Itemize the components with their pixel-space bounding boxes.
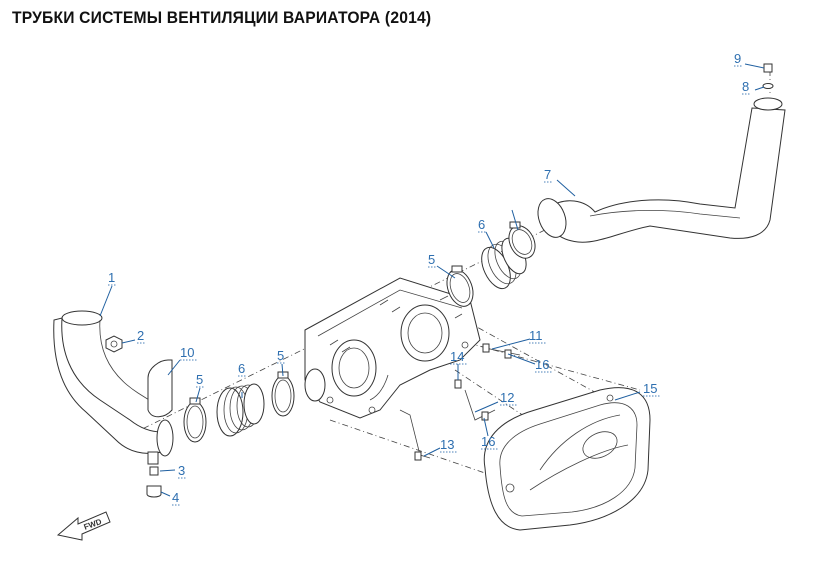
part-3-fitting	[149, 466, 159, 476]
part-10-plate	[147, 359, 173, 418]
callout-9: 9	[734, 51, 741, 66]
callout-10: 10	[180, 345, 194, 360]
part-1-intake-tube	[53, 310, 174, 465]
part-5-clamp-middle	[271, 371, 295, 417]
assembly-axis-lines	[119, 70, 771, 486]
callout-7: 7	[544, 167, 551, 182]
callout-8: 8	[742, 79, 749, 94]
callout-11: 11	[529, 328, 543, 343]
callout-leaders	[99, 63, 765, 497]
callout-5-c: 5	[428, 252, 435, 267]
callout-6-b: 6	[478, 217, 485, 232]
callout-15: 15	[643, 381, 657, 396]
part-5-clamp-upper-right	[508, 221, 536, 259]
part-9-nut	[763, 63, 773, 73]
callout-1: 1	[108, 270, 115, 285]
part-11-vent-hose	[482, 343, 521, 356]
callout-5-b: 5	[277, 348, 284, 363]
callout-5-a: 5	[196, 372, 203, 387]
part-4-cap	[146, 485, 162, 498]
forward-arrow-icon: FWD	[56, 511, 111, 541]
cvt-housing	[304, 277, 481, 419]
callout-2: 2	[137, 328, 144, 343]
callout-16-b: 16	[481, 434, 495, 449]
diagram-title: ТРУБКИ СИСТЕМЫ ВЕНТИЛЯЦИИ ВАРИАТОРА (201…	[12, 8, 432, 27]
callout-6-a: 6	[238, 361, 245, 376]
part-2-nut	[105, 335, 123, 353]
callout-13: 13	[440, 437, 454, 452]
callout-16-a: 16	[535, 357, 549, 372]
callout-14: 14	[450, 349, 464, 364]
part-5-clamp-left	[183, 397, 207, 443]
part-6-coupler-left	[216, 383, 265, 437]
callout-labels: 1 2 3 4 5 5 5 6 6 7 8 9 10 11 12 13 14 1…	[108, 51, 749, 505]
part-16-clip-lower	[481, 411, 489, 421]
part-15-cvt-cover	[483, 387, 651, 531]
callout-underlines	[108, 65, 751, 506]
part-5-clamp-upper-left	[446, 265, 474, 307]
callout-4: 4	[172, 490, 179, 505]
part-8-washer	[762, 83, 774, 89]
callout-3: 3	[178, 463, 185, 478]
part-7-outlet-tube	[537, 97, 786, 243]
part-14-clip	[454, 379, 462, 389]
callout-12: 12	[500, 390, 514, 405]
part-13-vent-hose	[399, 409, 431, 461]
